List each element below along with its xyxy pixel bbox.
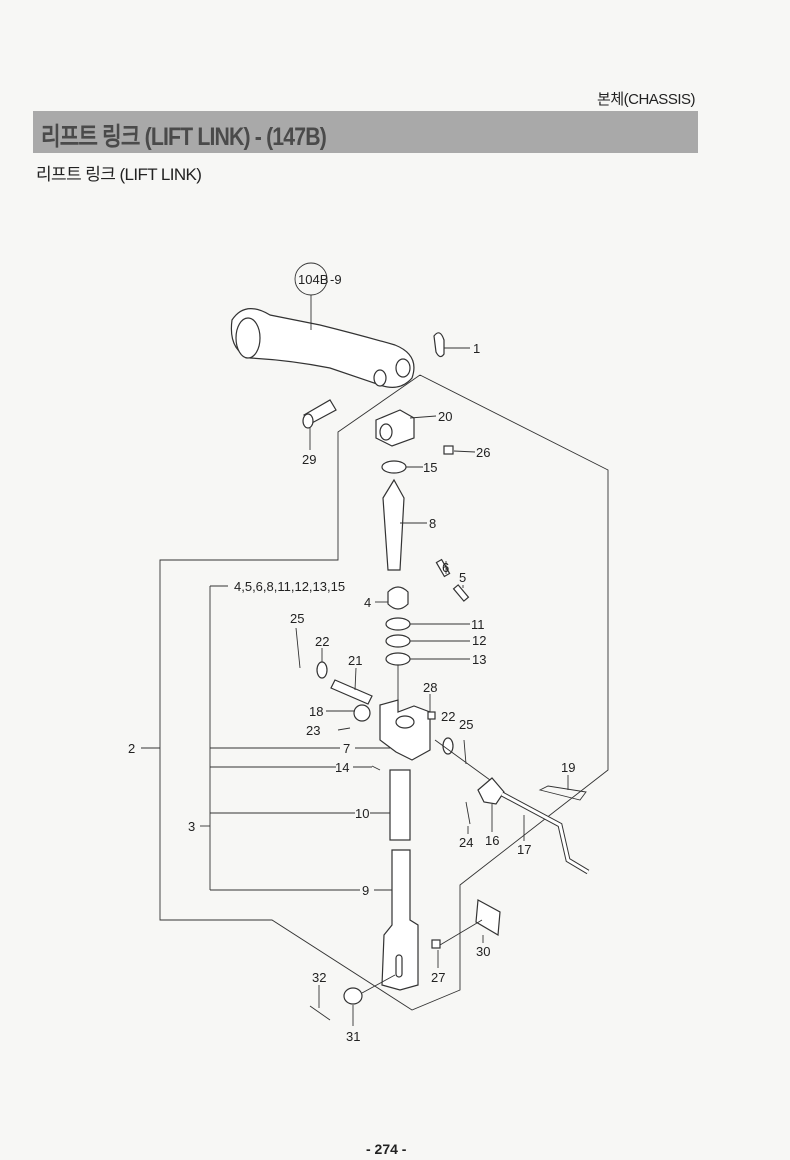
screw-part-26 bbox=[443, 445, 454, 455]
part-label-20: 20 bbox=[438, 409, 452, 424]
washer-part-15 bbox=[381, 460, 407, 474]
washer-part-22a bbox=[316, 661, 328, 679]
pin-part-24 bbox=[465, 801, 471, 825]
washer-part-12 bbox=[385, 634, 411, 648]
part-label-8: 8 bbox=[429, 516, 436, 531]
part-label-26: 26 bbox=[476, 445, 490, 460]
part-label-30: 30 bbox=[476, 944, 490, 959]
washer-part-31 bbox=[343, 987, 363, 1005]
cotter-pin-32 bbox=[309, 1005, 331, 1021]
shaft-part-9 bbox=[381, 849, 419, 991]
part-label-24: 24 bbox=[459, 835, 473, 850]
part-label-31: 31 bbox=[346, 1029, 360, 1044]
part-label-22a: 22 bbox=[315, 634, 329, 649]
rod-part-17-inner bbox=[501, 792, 589, 874]
screw-part-28 bbox=[427, 711, 436, 720]
screw-rod-part-8 bbox=[382, 478, 405, 571]
pin-head-29 bbox=[302, 413, 314, 429]
ref-circle-label: 104B bbox=[298, 272, 328, 287]
pin-part-5 bbox=[452, 584, 470, 602]
shaft-slot-9 bbox=[395, 954, 403, 978]
bushing-part-4 bbox=[387, 586, 409, 610]
ref-suffix-label: -9 bbox=[330, 272, 342, 287]
page-number: - 274 - bbox=[366, 1141, 407, 1157]
bracket-part-30 bbox=[475, 899, 501, 937]
washer-part-11 bbox=[385, 617, 411, 631]
part-label-14: 14 bbox=[335, 760, 349, 775]
part-label-13: 13 bbox=[472, 652, 486, 667]
part-label-27: 27 bbox=[431, 970, 445, 985]
leader-lines bbox=[309, 347, 569, 1026]
part-label-17: 17 bbox=[517, 842, 531, 857]
part-label-15: 15 bbox=[423, 460, 437, 475]
part-label-4: 4 bbox=[364, 595, 371, 610]
pin-part-23 bbox=[337, 727, 351, 731]
screw-part-27 bbox=[431, 939, 441, 949]
part-label-7: 7 bbox=[343, 741, 350, 756]
part-label-28: 28 bbox=[423, 680, 437, 695]
part-label-25b: 25 bbox=[459, 717, 473, 732]
part-label-25a: 25 bbox=[290, 611, 304, 626]
part-label-22b: 22 bbox=[441, 709, 455, 724]
part-label-3: 3 bbox=[188, 819, 195, 834]
part-label-23: 23 bbox=[306, 723, 320, 738]
group-label: 4,5,6,8,11,12,13,15 bbox=[234, 579, 345, 594]
part-label-32: 32 bbox=[312, 970, 326, 985]
cotter-pin-25b bbox=[463, 739, 467, 765]
pin-part-14 bbox=[371, 765, 381, 771]
part-label-21: 21 bbox=[348, 653, 362, 668]
assembly-boundary bbox=[159, 374, 609, 1011]
part-label-11: 11 bbox=[471, 617, 485, 632]
part-label-10: 10 bbox=[355, 806, 369, 821]
page-title: 리프트 링크 (LIFT LINK) - (147B) bbox=[41, 123, 327, 151]
part-label-9: 9 bbox=[362, 883, 369, 898]
part-label-18: 18 bbox=[309, 704, 323, 719]
part-label-1: 1 bbox=[473, 341, 480, 356]
link-gear-part-16 bbox=[477, 777, 505, 805]
yoke-part-7 bbox=[379, 699, 431, 761]
block-hole-20 bbox=[379, 423, 393, 441]
lift-arm-part bbox=[230, 262, 415, 388]
part-label-6: 6 bbox=[442, 560, 449, 575]
part-label-5: 5 bbox=[459, 570, 466, 585]
subtitle: 리프트 링크 (LIFT LINK) bbox=[36, 165, 202, 184]
collar-part-18 bbox=[353, 704, 371, 722]
title-bar: 리프트 링크 (LIFT LINK) - (147B) bbox=[33, 111, 698, 153]
pin-part-1 bbox=[433, 332, 445, 358]
section-label: 본체(CHASSIS) bbox=[597, 91, 695, 108]
part-label-12: 12 bbox=[472, 633, 486, 648]
tube-part-10 bbox=[389, 769, 411, 841]
part-label-29: 29 bbox=[302, 452, 316, 467]
cotter-pin-25a bbox=[295, 627, 301, 669]
rod-part-17 bbox=[500, 791, 590, 875]
yoke-bore-7 bbox=[395, 715, 415, 729]
washer-part-13 bbox=[385, 652, 411, 666]
part-label-19: 19 bbox=[561, 760, 575, 775]
part-label-16: 16 bbox=[485, 833, 499, 848]
group-bracket bbox=[141, 585, 360, 891]
spring-part-19 bbox=[538, 785, 587, 801]
part-label-2: 2 bbox=[128, 741, 135, 756]
pin-part-21 bbox=[330, 679, 373, 705]
pin-part-30 bbox=[439, 919, 483, 946]
